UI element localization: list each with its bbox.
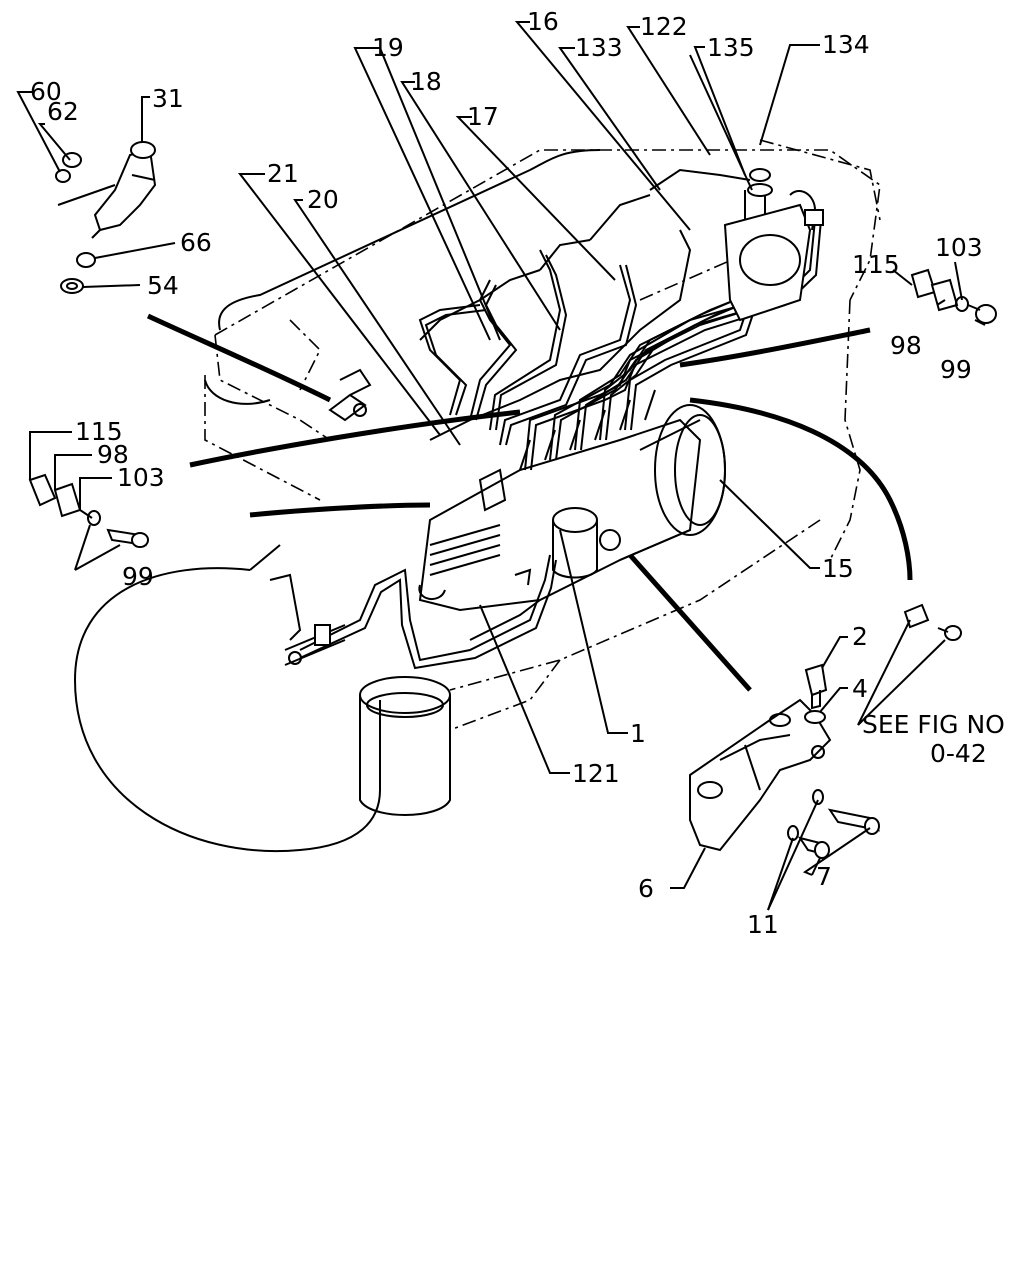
label-2: 2 (852, 622, 868, 651)
label-62: 62 (47, 97, 79, 126)
section-boundary-lines (146, 313, 913, 692)
label-1: 1 (630, 719, 646, 748)
label-15: 15 (822, 554, 854, 583)
label-7: 7 (816, 862, 832, 891)
engine-outline (204, 139, 881, 731)
label-4: 4 (852, 674, 868, 703)
label-54: 54 (147, 271, 179, 300)
label-6: 6 (638, 874, 654, 903)
label-66: 66 (180, 228, 212, 257)
see-fig-parts (903, 603, 962, 641)
label-115-right: 115 (852, 250, 900, 279)
label-115-left: 115 (75, 417, 123, 446)
oil-filter (359, 676, 451, 816)
bolt-2 (804, 663, 828, 710)
label-98-left: 98 (97, 440, 129, 469)
see-fig-ref-line2: 0-42 (930, 739, 987, 768)
callout-labels: 60 62 31 66 54 21 20 19 18 17 16 133 122… (30, 7, 1005, 939)
washers-11 (787, 789, 824, 841)
injection-pump (418, 389, 726, 612)
fuel-filter (723, 168, 824, 322)
label-20: 20 (307, 185, 339, 214)
label-134: 134 (822, 30, 870, 59)
pipe-clamp-left (269, 573, 346, 666)
rear-injector (328, 368, 372, 422)
label-99-right: 99 (940, 355, 972, 384)
label-135: 135 (707, 33, 755, 62)
label-133: 133 (575, 33, 623, 62)
label-17: 17 (467, 102, 499, 131)
clamp-set-right (910, 268, 997, 324)
label-122: 122 (640, 12, 688, 41)
injector-assembly (55, 141, 157, 294)
label-98-right: 98 (890, 331, 922, 360)
label-18: 18 (410, 67, 442, 96)
clamp-set-left (28, 473, 149, 548)
label-99-left: 99 (122, 562, 154, 591)
cylinder-head (204, 149, 601, 405)
label-21: 21 (267, 159, 299, 188)
label-121: 121 (572, 759, 620, 788)
label-16: 16 (527, 7, 559, 36)
label-103-right: 103 (935, 233, 983, 262)
label-31: 31 (152, 84, 184, 113)
label-60: 60 (30, 77, 62, 106)
flywheel-housing (73, 544, 381, 852)
washer-4 (804, 710, 826, 724)
pump-bracket (689, 698, 832, 852)
label-103-left: 103 (117, 463, 165, 492)
label-19: 19 (372, 33, 404, 62)
bolts-7 (797, 808, 881, 859)
leader-lines (16, 21, 986, 911)
label-11: 11 (747, 910, 779, 939)
see-fig-ref-line1: SEE FIG NO (862, 710, 1005, 739)
